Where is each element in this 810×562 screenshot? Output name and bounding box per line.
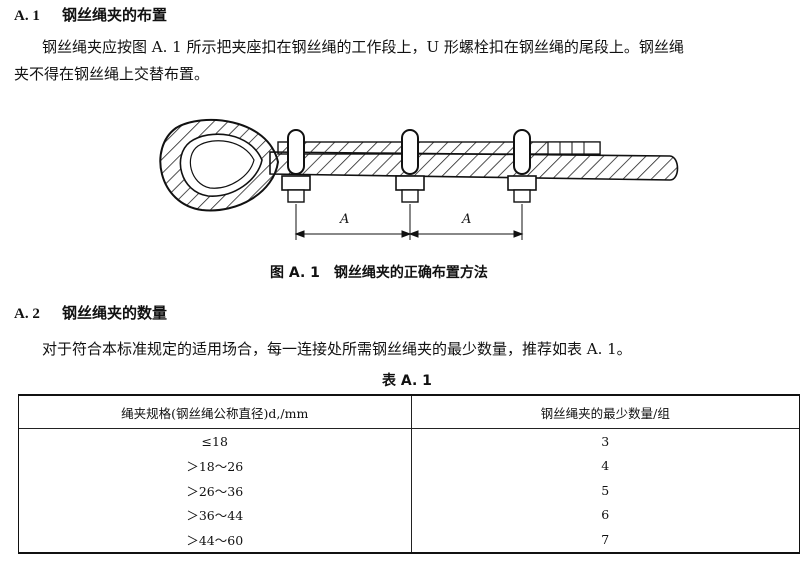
- table-cell: 7: [601, 531, 610, 547]
- table-cell: ＞36～44: [19, 502, 412, 527]
- section-a1-paragraph-line1: 钢丝绳夹应按图 A. 1 所示把夹座扣在钢丝绳的工作段上，U 形螺栓扣在钢丝绳的…: [42, 38, 684, 56]
- section-title: 钢丝绳夹的布置: [62, 6, 168, 24]
- table-cell: ＞26～36: [19, 478, 412, 503]
- dimension-lines: [294, 204, 524, 240]
- thimble-eye: [159, 118, 280, 212]
- figure-caption: 图 A. 1 钢丝绳夹的正确布置方法: [270, 265, 488, 281]
- table-cell: 3: [601, 433, 610, 449]
- table-row: ＞36～44 6: [19, 502, 799, 527]
- wire-rope-working-section: [269, 151, 679, 181]
- section-number: A. 1: [14, 8, 40, 24]
- data-table: 绳夹规格(钢丝绳公称直径)d,/mm 钢丝绳夹的最少数量/组 ≤18 3 ＞18…: [19, 396, 799, 552]
- table-cell: ＞44～60: [19, 527, 412, 552]
- section-a1-paragraph-line2: 夹不得在钢丝绳上交替布置。: [14, 65, 210, 83]
- section-a2-heading: A. 2 钢丝绳夹的数量: [14, 302, 167, 323]
- table-cell: 5: [601, 482, 610, 498]
- section-a2-paragraph: 对于符合本标准规定的适用场合，每一连接处所需钢丝绳夹的最少数量，推荐如表 A. …: [42, 340, 632, 358]
- wire-rope-tail-section: [277, 141, 601, 155]
- table-cell: ≤18: [19, 428, 412, 454]
- dimension-label-1: A: [340, 212, 350, 227]
- table-caption: 表 A. 1: [382, 373, 432, 389]
- section-a1-heading: A. 1 钢丝绳夹的布置: [14, 4, 167, 25]
- table-frame: 绳夹规格(钢丝绳公称直径)d,/mm 钢丝绳夹的最少数量/组 ≤18 3 ＞18…: [18, 394, 800, 554]
- table-header-cell: 绳夹规格(钢丝绳公称直径)d,/mm: [19, 396, 412, 429]
- section-title: 钢丝绳夹的数量: [62, 304, 168, 322]
- dimension-label-2: A: [462, 212, 472, 227]
- table-row: ＞18～26 4: [19, 453, 799, 478]
- rope-clip-3: [507, 129, 537, 203]
- table-cell: 4: [601, 458, 610, 474]
- section-number: A. 2: [14, 306, 40, 322]
- rope-clip-1: [281, 129, 311, 203]
- table-header-cell: 钢丝绳夹的最少数量/组: [411, 396, 799, 429]
- table-row: ≤18 3: [19, 428, 799, 454]
- table-row: ＞26～36 5: [19, 478, 799, 503]
- table-row: ＞44～60 7: [19, 527, 799, 552]
- table-cell: ＞18～26: [19, 453, 412, 478]
- wire-rope-clip-figure: [159, 118, 679, 240]
- table-cell: 6: [601, 507, 610, 523]
- rope-clip-2: [395, 129, 425, 203]
